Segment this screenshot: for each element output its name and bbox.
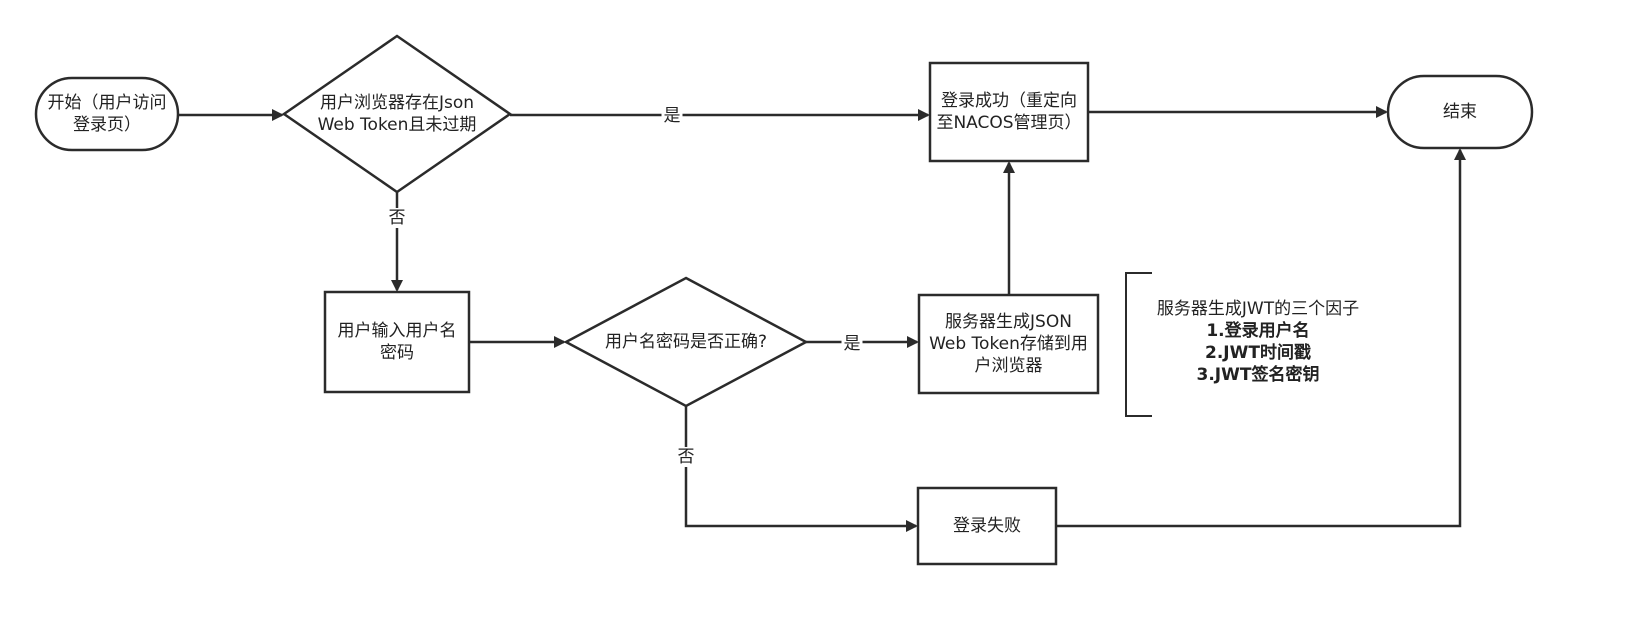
login-success-label: 登录成功（重定向至NACOS管理页）	[936, 91, 1082, 133]
note-item-2: 2.JWT时间戳	[1205, 343, 1311, 363]
edge-label-jwt-no: 否	[386, 208, 408, 228]
password-decision-label: 用户名密码是否正确?	[604, 332, 768, 352]
start-label: 开始（用户访问登录页）	[47, 93, 167, 135]
edge-password-no-to-fail	[684, 406, 918, 532]
input-credentials-label: 用户输入用户名密码	[337, 321, 457, 363]
edge-label-password-yes: 是	[841, 334, 863, 354]
jwt-decision-label: 用户浏览器存在Json Web Token且未过期	[317, 93, 477, 135]
login-fail-box	[916, 486, 1058, 566]
edge-label-password-no: 否	[675, 447, 697, 467]
generate-jwt-label: 服务器生成JSON Web Token存储到用户浏览器	[929, 312, 1088, 376]
note-item-3: 3.JWT签名密钥	[1196, 365, 1320, 385]
note-bracket	[1125, 272, 1152, 417]
generate-jwt-box	[917, 293, 1100, 395]
note-item-1: 1.登录用户名	[1206, 321, 1310, 341]
end-label: 结束	[1443, 102, 1477, 122]
login-fail-label: 登录失败	[953, 516, 1021, 536]
jwt-factors-note: 服务器生成JWT的三个因子 1.登录用户名 2.JWT时间戳 3.JWT签名密钥	[1138, 298, 1378, 386]
edge-label-jwt-yes: 是	[661, 106, 683, 126]
edge-fail-to-end	[1056, 148, 1466, 528]
login-success-box	[928, 61, 1090, 163]
note-title: 服务器生成JWT的三个因子	[1156, 299, 1360, 319]
